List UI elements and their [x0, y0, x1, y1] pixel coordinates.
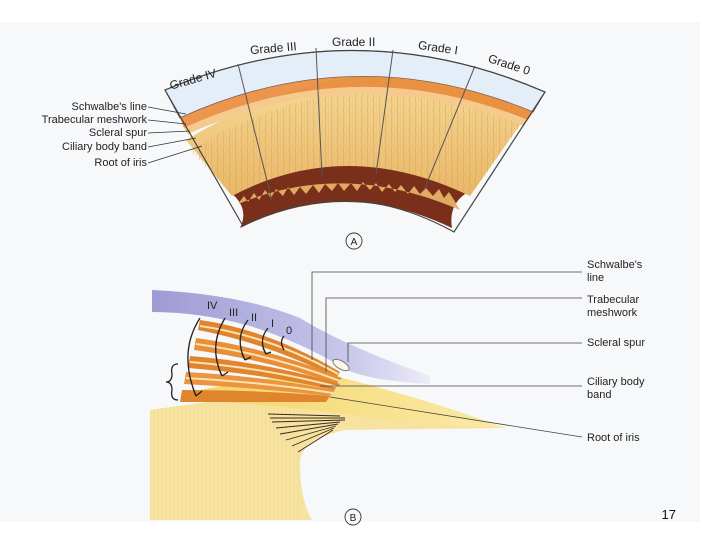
- angle-tissue-texture: [190, 85, 536, 196]
- leader-line: [147, 145, 203, 164]
- grade-divider: [423, 65, 476, 191]
- grade-label: Grade II: [332, 35, 375, 49]
- scleral-spur: [332, 358, 350, 372]
- iris-root-teeth: [238, 182, 460, 210]
- iris-root-dark: [230, 156, 468, 228]
- structure-label: Trabecular meshwork: [587, 294, 642, 319]
- leader-line: [147, 119, 187, 125]
- leader-line: [147, 106, 187, 115]
- leader-line: [147, 137, 197, 148]
- trabecular-band-light: [184, 86, 528, 134]
- structure-label: Root of iris: [94, 157, 147, 169]
- grade-mark: III: [229, 307, 238, 319]
- panel-b: IV III II I 0 Schwalbe's line Trabecular…: [150, 259, 648, 526]
- cornea: [152, 290, 430, 384]
- page-number: 17: [661, 507, 676, 522]
- iris-strands: [267, 413, 346, 453]
- panel-b-leaders: [311, 271, 583, 438]
- trabecular-band: [180, 76, 533, 128]
- trabecular-fingers: [180, 320, 342, 402]
- grade-divider: [375, 49, 394, 175]
- grade-mark: II: [251, 312, 257, 324]
- iris-mass-texture: [150, 392, 300, 520]
- panel-a-outline: [164, 49, 546, 233]
- grade-mark: I: [271, 318, 274, 330]
- structure-label: Schwalbe's line: [72, 101, 147, 113]
- structure-label: Trabecular meshwork: [42, 114, 148, 126]
- structure-label: Schwalbe's line: [587, 259, 645, 284]
- grade-label: Grade I: [417, 38, 459, 57]
- panel-caption: B: [350, 513, 357, 524]
- grading-arcs: [187, 317, 285, 397]
- panel-a: Grade IV Grade III Grade II Grade I Grad…: [42, 35, 546, 250]
- structure-label: Ciliary body band: [587, 376, 648, 401]
- caption-circle: [344, 508, 362, 526]
- structure-label: Ciliary body band: [62, 141, 147, 153]
- structure-label: Scleral spur: [89, 127, 147, 139]
- range-bracket: [165, 363, 179, 401]
- structure-label: Scleral spur: [587, 337, 645, 349]
- grade-mark: IV: [207, 300, 218, 312]
- caption-circle: [345, 232, 363, 250]
- grade-divider: [315, 47, 323, 177]
- grade-divider: [237, 63, 273, 202]
- grade-mark: 0: [286, 325, 292, 337]
- grade-label: Grade III: [249, 39, 297, 57]
- structure-label: Root of iris: [587, 432, 640, 444]
- leader-line: [147, 130, 191, 134]
- panel-caption: A: [351, 237, 358, 248]
